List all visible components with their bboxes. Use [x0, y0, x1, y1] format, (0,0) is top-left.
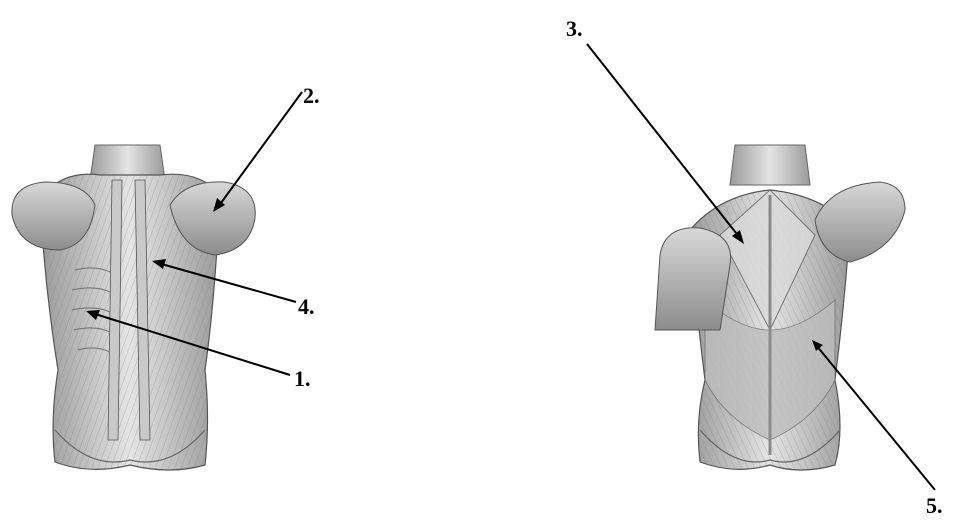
label-4: 4. — [298, 294, 315, 319]
left-torso-figure — [12, 145, 255, 470]
label-3: 3. — [566, 16, 583, 41]
leader-line-2 — [213, 92, 302, 212]
label-5: 5. — [926, 493, 943, 518]
right-torso-figure — [655, 145, 905, 470]
label-2: 2. — [303, 83, 320, 108]
right-figure-shoulder-right — [815, 182, 905, 262]
leader-line-3 — [587, 44, 744, 244]
label-1: 1. — [294, 366, 311, 391]
right-neck — [730, 145, 810, 185]
right-figure-shoulder-left — [655, 228, 731, 330]
